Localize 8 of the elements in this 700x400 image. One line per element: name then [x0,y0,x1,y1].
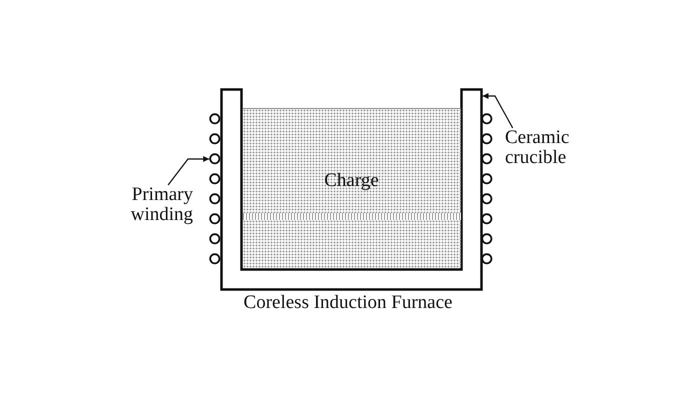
charge-region [242,108,460,268]
part-label: Ceramic crucible [505,128,570,168]
charge-label: Charge [324,171,379,191]
part-label: Primary winding [130,185,193,225]
coil-turn-icon [209,153,221,165]
leader-line [482,93,514,128]
caption: Coreless Induction Furnace [244,293,452,313]
leader-line [168,156,210,186]
